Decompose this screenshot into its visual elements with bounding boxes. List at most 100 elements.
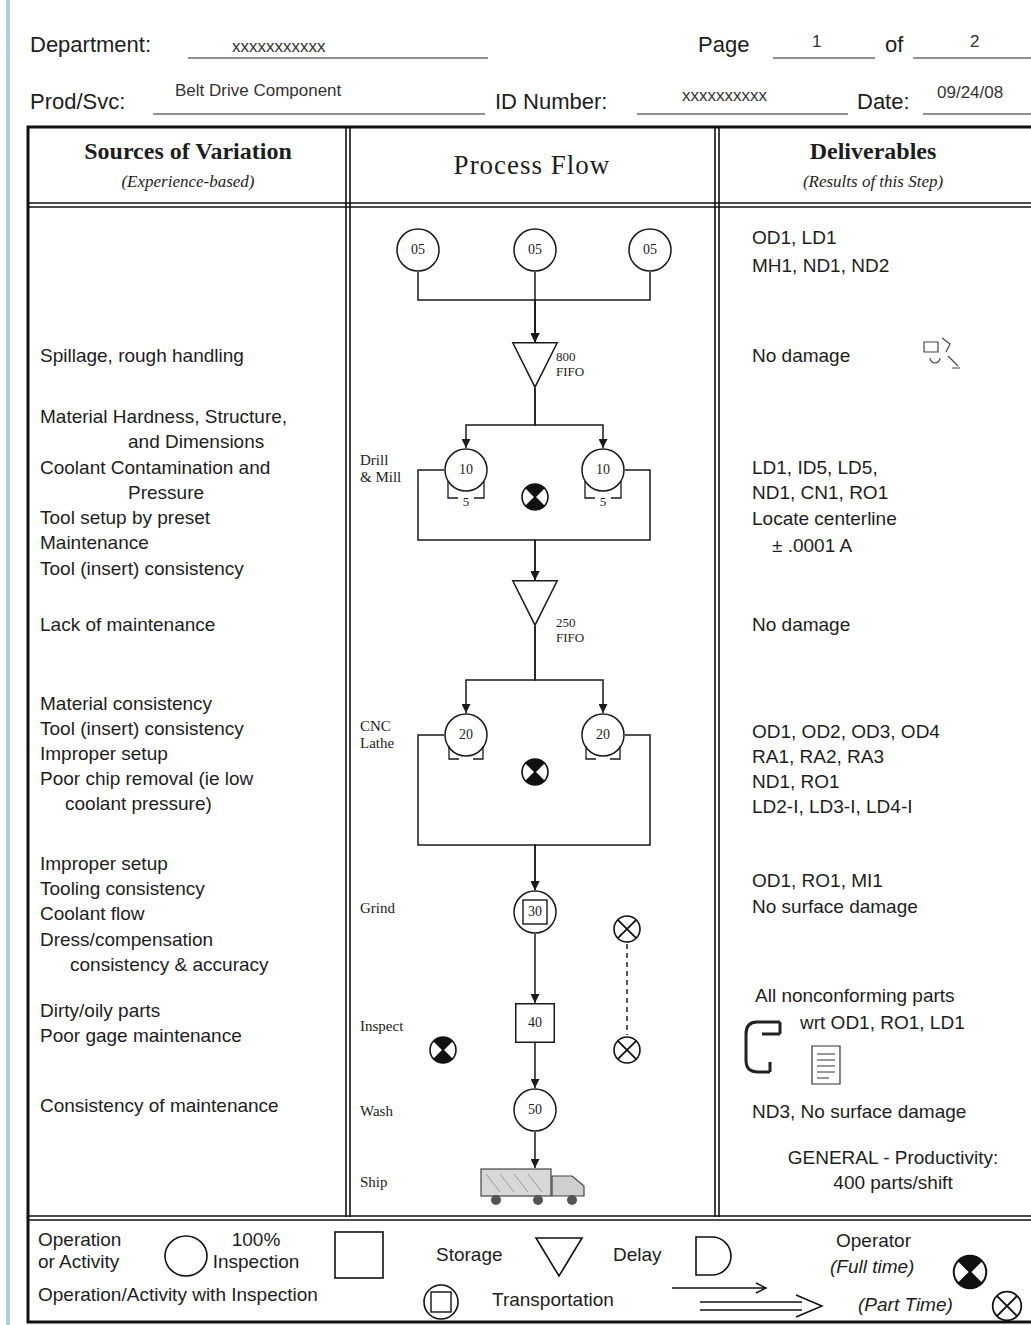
header-rule (28, 206, 1031, 208)
step-label: Ship (360, 1174, 388, 1191)
flow-connector (535, 735, 650, 890)
gage-icon (746, 1022, 780, 1072)
inspection-box (516, 1004, 555, 1043)
legend-text: (Part Time) (858, 1294, 953, 1316)
legend-text: Operation/Activity with Inspection (38, 1284, 318, 1306)
field-underline (637, 113, 848, 114)
variation-source: Dress/compensation consistency & accurac… (40, 927, 285, 977)
variation-source: Coolant Contamination and Pressure (40, 455, 310, 505)
legend-operation-inspection-square (431, 1292, 451, 1312)
header-field: of (885, 32, 903, 58)
storage-node: 800 FIFO (512, 342, 558, 388)
flow-connector (534, 1043, 536, 1088)
deliverable: ND1, CN1, RO1 (752, 480, 888, 505)
legend-rule (28, 1219, 1031, 1221)
field-underline (913, 57, 1031, 58)
variation-source: Poor gage maintenance (40, 1023, 242, 1048)
step-name: Inspect (360, 1018, 403, 1035)
step-name: Grind (360, 900, 395, 917)
header-field: xxxxxxxxxx (682, 86, 767, 106)
variation-source: Improper setup (40, 851, 168, 876)
legend-text: Transportation (492, 1289, 614, 1311)
operation-circle (582, 714, 624, 756)
variation-source: Maintenance (40, 530, 149, 555)
legend-text: Operator (836, 1230, 911, 1252)
operation-circle (397, 229, 439, 271)
truck-hatch (486, 1174, 542, 1192)
operation-circle (629, 229, 671, 271)
legend-text: (Full time) (830, 1256, 914, 1278)
step-name: CNC Lathe (360, 718, 400, 753)
operator-full-time (522, 759, 548, 785)
step-name: Drill & Mill (360, 452, 403, 487)
header-field: Prod/Svc: (30, 89, 125, 115)
node-outline (512, 580, 558, 626)
step-number: 50 (528, 1102, 542, 1118)
header-field: Department: (30, 32, 151, 58)
step-number: 20 (596, 727, 610, 743)
step-number: 10 (596, 462, 610, 478)
flow-connector (466, 626, 535, 713)
variation-source: Tool setup by preset (40, 505, 210, 530)
variation-source: Spillage, rough handling (40, 343, 244, 368)
truck-body (481, 1169, 551, 1196)
operation-node: 05 (396, 228, 440, 272)
header-field: Page (698, 32, 749, 58)
header-rule (28, 202, 1031, 204)
deliverable: LD1, ID5, LD5, (752, 455, 878, 480)
flow-connector (418, 735, 535, 890)
variation-source: Lack of maintenance (40, 612, 215, 637)
header-field: Date: (857, 89, 910, 115)
node-outline (480, 1168, 590, 1208)
operation-node: 05 (628, 228, 672, 272)
deliverable: LD2-I, LD3-I, LD4-I (752, 794, 913, 819)
variation-source: Dirty/oily parts (40, 998, 160, 1023)
deliverable: ND1, RO1 (752, 769, 840, 794)
legend-operator-full (954, 1256, 987, 1289)
legend-text: Delay (613, 1244, 662, 1266)
operator-part-time (614, 1037, 640, 1063)
fixture-count: 5 (444, 495, 488, 510)
legend-text: 100% Inspection (209, 1229, 304, 1273)
deliverable: RA1, RA2, RA3 (752, 744, 884, 769)
deliverable: MH1, ND1, ND2 (752, 253, 889, 278)
legend-operation-inspection (424, 1285, 458, 1319)
variation-source: Material consistency (40, 691, 212, 716)
inspection-node: 40 (515, 1003, 555, 1043)
column-rule (714, 127, 716, 1217)
fixture-tab (449, 746, 483, 759)
operation-inspection-node: 30 (513, 890, 557, 934)
step-label: 800 FIFO (556, 350, 596, 380)
deliverable: All nonconforming parts (755, 983, 955, 1008)
variation-source: Tooling consistency (40, 876, 205, 901)
deliverable: Locate centerline (752, 506, 897, 531)
flow-connector (535, 388, 603, 448)
operation-circle (445, 449, 487, 491)
field-underline (188, 57, 488, 58)
legend-text: Operation or Activity (38, 1229, 130, 1273)
variation-source: Coolant flow (40, 901, 145, 926)
step-number: 05 (643, 242, 657, 258)
legend-storage (536, 1238, 582, 1276)
field-underlines (153, 58, 1031, 114)
flow-connector (466, 388, 535, 448)
table-rules (28, 127, 1031, 1220)
operator-full-time (522, 484, 548, 510)
step-number: 05 (411, 242, 425, 258)
operation-circle (514, 1089, 556, 1131)
field-underline (153, 113, 485, 114)
storage-triangle (513, 343, 557, 387)
operation-node: 50 (513, 1088, 557, 1132)
column-rule (345, 127, 347, 1217)
ship-node: Ship (480, 1168, 590, 1208)
step-number: 30 (528, 904, 542, 920)
column-header: Deliverables (810, 138, 937, 165)
operation-node: 20 (581, 713, 625, 757)
deliverable: ND3, No surface damage (752, 1099, 966, 1124)
operator-part-time (614, 916, 640, 942)
step-number: 20 (459, 727, 473, 743)
deliverable: No damage (752, 612, 850, 637)
shared-operator-link (626, 944, 627, 1035)
